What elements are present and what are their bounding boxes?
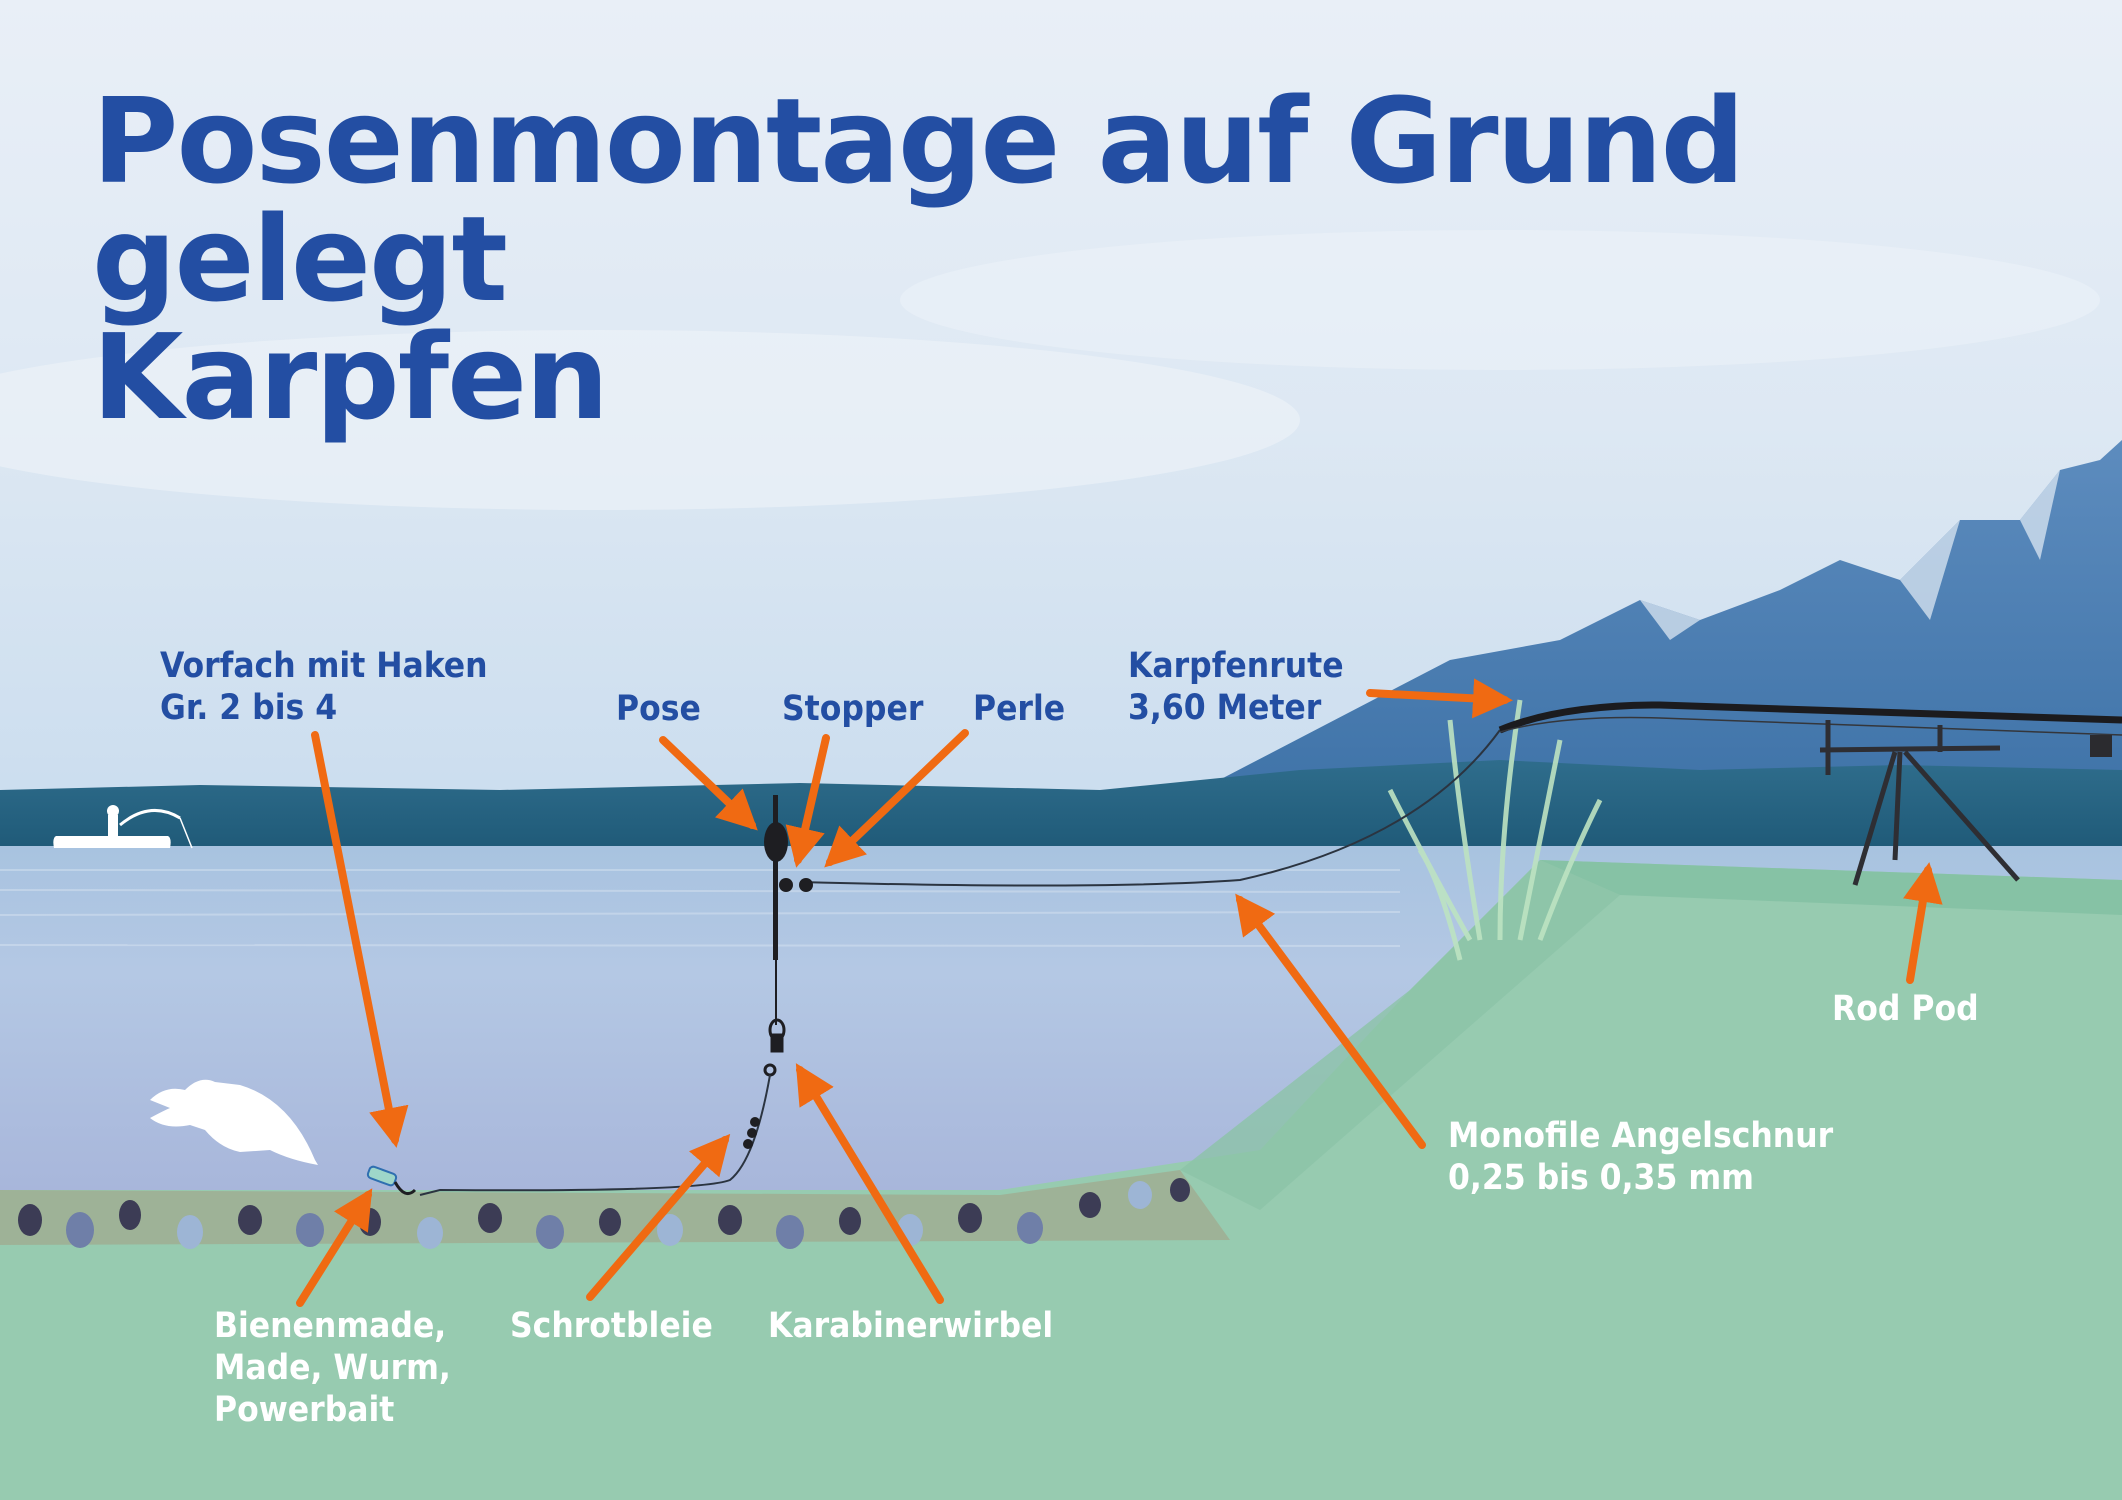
- arrow-vorfach: [311, 731, 409, 1148]
- rod-icon: [1498, 701, 2122, 757]
- label-pose: Pose: [616, 689, 701, 729]
- forest: [0, 760, 2122, 850]
- arrow-rod-pod: [1903, 862, 1943, 984]
- float-icon: [764, 795, 813, 1025]
- title-line-1: Posenmontage auf Grund gelegt: [92, 72, 1745, 328]
- arrow-karpfenrute: [1366, 678, 1513, 719]
- stones: [18, 1178, 1190, 1249]
- bank: [0, 860, 2122, 1500]
- label-schrotbleie: Schrotbleie: [510, 1306, 713, 1346]
- title-line-2: Karpfen: [92, 308, 609, 446]
- label-karpfenrute: Karpfenrute 3,60 Meter: [1128, 646, 1344, 728]
- arrow-schrotbleie: [586, 1133, 731, 1301]
- arrow-monofil: [1235, 893, 1426, 1149]
- arrow-perle: [824, 729, 969, 868]
- hook-bait-icon: [366, 1165, 417, 1196]
- reed-icon: [1387, 699, 1603, 961]
- carp-fish-icon: [150, 1079, 318, 1165]
- label-koeder: Bienenmade, Made, Wurm, Powerbait: [214, 1306, 451, 1430]
- label-rod-pod: Rod Pod: [1832, 989, 1979, 1029]
- label-monofil: Monofile Angelschnur 0,25 bis 0,35 mm: [1448, 1116, 1834, 1198]
- label-perle: Perle: [973, 689, 1066, 729]
- arrow-stopper: [785, 734, 830, 868]
- arrow-karabinerwirbel: [795, 1063, 944, 1304]
- label-vorfach: Vorfach mit Haken Gr. 2 bis 4: [160, 646, 488, 728]
- page-title: Posenmontage auf Grund gelegt Karpfen: [92, 82, 2122, 436]
- arrow-koeder: [296, 1188, 373, 1307]
- main-line: [799, 729, 1501, 887]
- arrows: [296, 678, 1943, 1307]
- label-karabinerwirbel: Karabinerwirbel: [768, 1306, 1054, 1346]
- arrow-pose: [659, 736, 758, 831]
- boat-angler-icon: [53, 805, 193, 849]
- rod-pod-icon: [1819, 720, 2020, 886]
- label-stopper: Stopper: [782, 689, 924, 729]
